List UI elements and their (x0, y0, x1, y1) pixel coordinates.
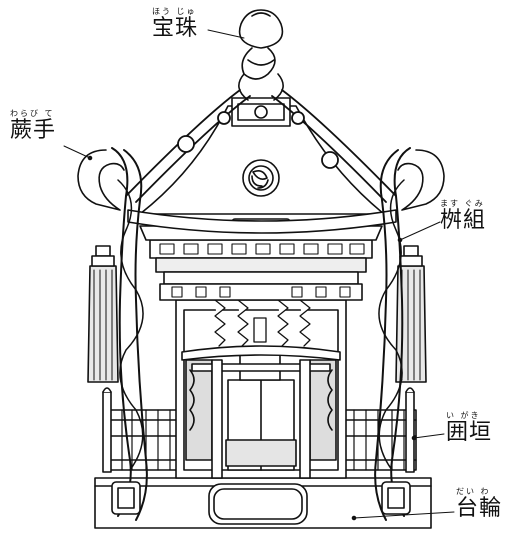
warabite-text: 蕨手 (10, 118, 57, 143)
shide-streamers (214, 299, 311, 347)
igaki-label: い がき 囲垣 (446, 412, 492, 444)
masugumi-ruby: ます ぐみ (440, 199, 485, 208)
warabite-left (77, 147, 148, 521)
daiwa-label: だい わ 台輪 (456, 488, 502, 520)
tassels (87, 245, 427, 383)
masugumi-brackets (139, 218, 383, 301)
houju-jewel (238, 9, 284, 101)
houju-ruby: ほう じゅ (152, 7, 197, 16)
daiwa-ruby: だい わ (456, 487, 491, 496)
warabite-ruby: わらび て (10, 109, 55, 118)
igaki-text: 囲垣 (446, 420, 493, 445)
masugumi-text: 桝組 (440, 208, 487, 233)
torii (181, 345, 341, 479)
daiwa-text: 台輪 (456, 496, 503, 521)
leader-lines (63, 29, 455, 521)
igaki-ruby: い がき (446, 411, 481, 420)
roof-ropes (125, 89, 397, 203)
houju-text: 宝珠 (152, 16, 199, 41)
warabite-right (374, 147, 445, 521)
warabite-label: わらび て 蕨手 (10, 110, 56, 142)
roof (127, 97, 397, 234)
houju-label: ほう じゅ 宝珠 (152, 8, 198, 40)
masugumi-label: ます ぐみ 桝組 (440, 200, 486, 232)
